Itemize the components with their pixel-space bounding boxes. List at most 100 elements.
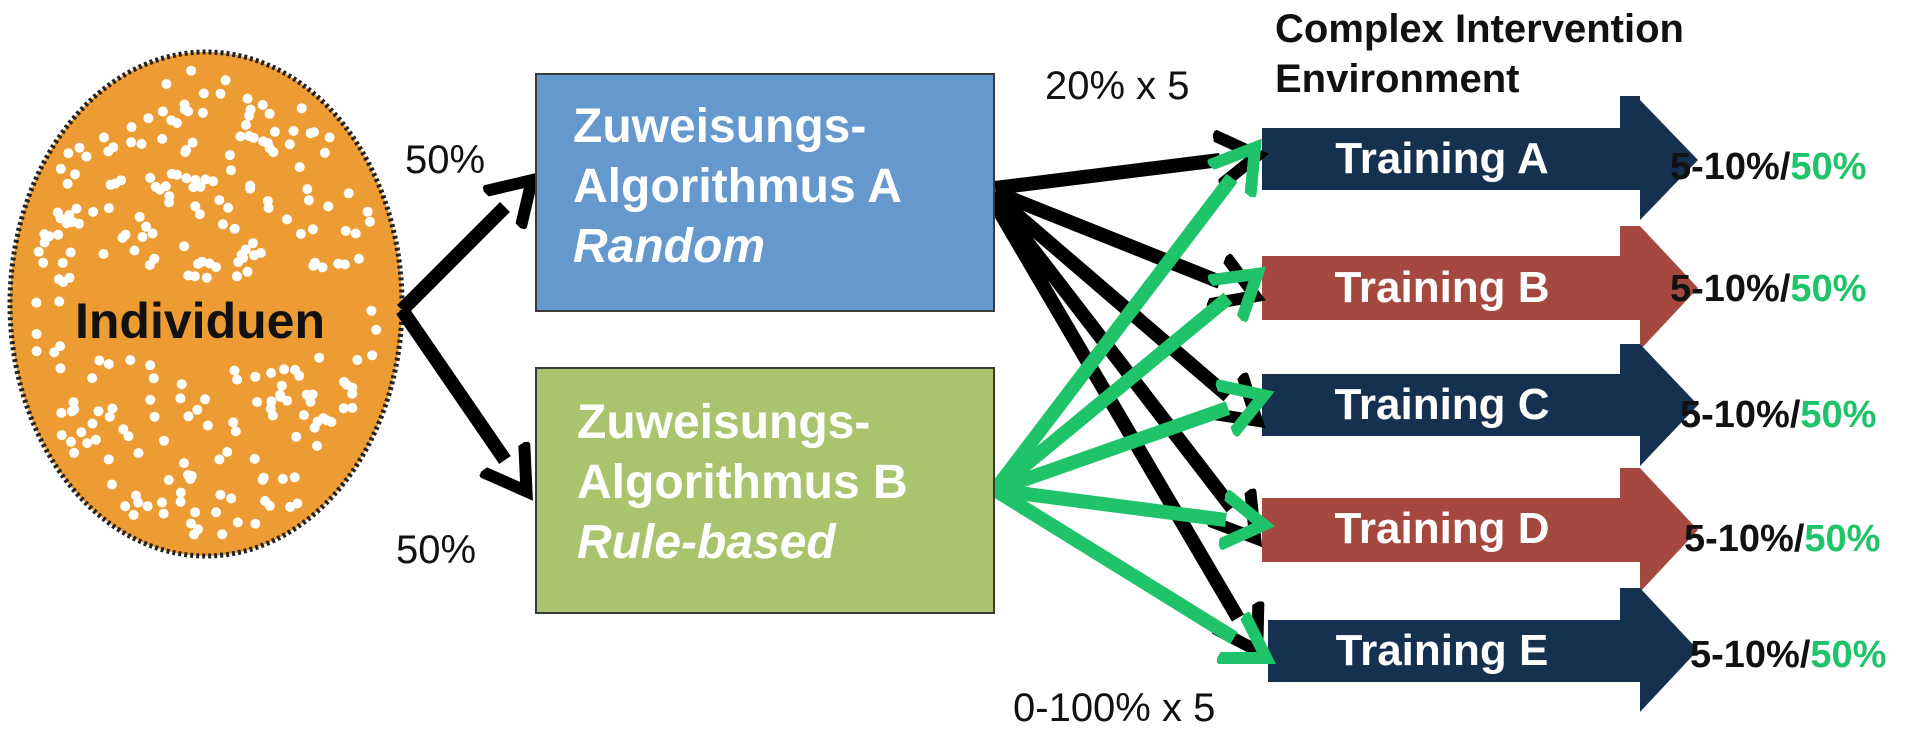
population-dot [64, 210, 75, 220]
population-dot [314, 352, 325, 363]
algorithm-a-line1: Zuweisungs- [573, 100, 867, 153]
population-dot [164, 191, 175, 202]
population-dot [39, 229, 50, 240]
population-dot [143, 113, 154, 124]
arrow-population-to-b [396, 306, 505, 460]
population-dot [126, 122, 137, 133]
population-dot [149, 253, 160, 264]
population-dot [55, 363, 66, 374]
population-dot [295, 228, 306, 239]
population-dot [186, 470, 197, 481]
population-dot [244, 110, 255, 121]
population-dot [309, 422, 320, 433]
population-dot [340, 225, 351, 236]
training-d-rate: 5-10%/50% [1684, 518, 1880, 561]
population-dot [93, 406, 104, 417]
population-dot [189, 271, 200, 282]
population-dot [347, 388, 358, 399]
population-dot [291, 431, 302, 442]
population-dot [264, 108, 275, 119]
population-dot [126, 137, 137, 148]
population-dot [125, 355, 136, 366]
population-dot [208, 176, 219, 187]
population-dot [128, 510, 139, 520]
population-dot [197, 107, 208, 118]
population-dot [145, 394, 156, 405]
population-dot [302, 184, 313, 195]
population-dot [252, 397, 263, 407]
population-dot [63, 148, 74, 159]
population-dot [137, 232, 148, 242]
algorithm-b-line2: Algorithmus B [577, 456, 908, 509]
arrow-b-to-training-d [994, 483, 1226, 520]
population-dot [55, 341, 66, 352]
population-dot [175, 496, 186, 507]
population-dot [275, 389, 286, 400]
population-dot [223, 202, 234, 213]
algorithm-b-method: Rule-based [577, 516, 836, 569]
population-dots [31, 65, 382, 540]
population-dot [298, 410, 309, 421]
population-dot [104, 411, 115, 422]
algorithm-b-line1: Zuweisungs- [577, 396, 871, 449]
population-label: Individuen [75, 293, 325, 349]
population-dot [54, 296, 65, 307]
algorithm-b-box: Zuweisungs- Algorithmus B Rule-based [535, 367, 995, 614]
population-dot [157, 106, 168, 117]
population-dot [141, 221, 152, 232]
population-dot [244, 131, 254, 141]
population-dot [39, 237, 50, 248]
population-dot [282, 395, 293, 406]
training-a-label: Training A [1335, 134, 1549, 183]
population-dot [38, 257, 49, 268]
environment-title-line2: Environment [1275, 57, 1520, 101]
population-dot [186, 518, 196, 529]
population-dot [197, 256, 207, 267]
population-dot [147, 228, 158, 239]
population-dot [192, 404, 203, 415]
population-dot [264, 500, 275, 511]
population-dot [215, 88, 226, 99]
population-dot [193, 524, 203, 535]
population-dot [120, 229, 131, 240]
population-dot [53, 274, 64, 285]
arrow-a-to-training-c [990, 190, 1228, 396]
population-dot [289, 472, 300, 483]
population-dot [108, 142, 119, 153]
population-dot [68, 397, 79, 408]
population-dot [269, 126, 280, 137]
training-b-label: Training B [1334, 263, 1550, 312]
population-dot [211, 507, 222, 518]
training-a-rate-green: 50% [1790, 146, 1867, 188]
training-d-arrow-shape [1262, 468, 1698, 592]
split-upper-label: 50% [405, 138, 486, 182]
population-dot [161, 79, 172, 89]
population-dot [70, 169, 80, 180]
population-dot [268, 147, 279, 158]
population-dot [250, 371, 261, 382]
arrow-b-to-training-a [989, 178, 1232, 495]
population-dot [319, 147, 330, 158]
population-dot [94, 355, 105, 366]
population-dot [249, 453, 260, 464]
population-dot [201, 272, 212, 283]
algorithm-a-line2: Algorithmus A [573, 160, 902, 213]
population-dot [265, 403, 276, 414]
population-dot [194, 209, 205, 220]
population-dot [190, 507, 201, 518]
population-dot [324, 132, 335, 143]
population-dot [87, 373, 98, 384]
population-dot [103, 359, 114, 370]
training-d-label: Training D [1334, 504, 1550, 553]
population-dot [241, 120, 251, 130]
environment-title: Complex Intervention Environment [1275, 4, 1684, 104]
arrow-population-to-a [397, 207, 505, 315]
population-dot [133, 448, 144, 458]
population-dot [229, 365, 240, 376]
population-dot [333, 258, 344, 269]
population-dot [277, 473, 288, 484]
population-dot [87, 418, 98, 429]
population-dot [288, 126, 299, 136]
population-dot [200, 394, 211, 405]
population-dot [145, 360, 156, 371]
